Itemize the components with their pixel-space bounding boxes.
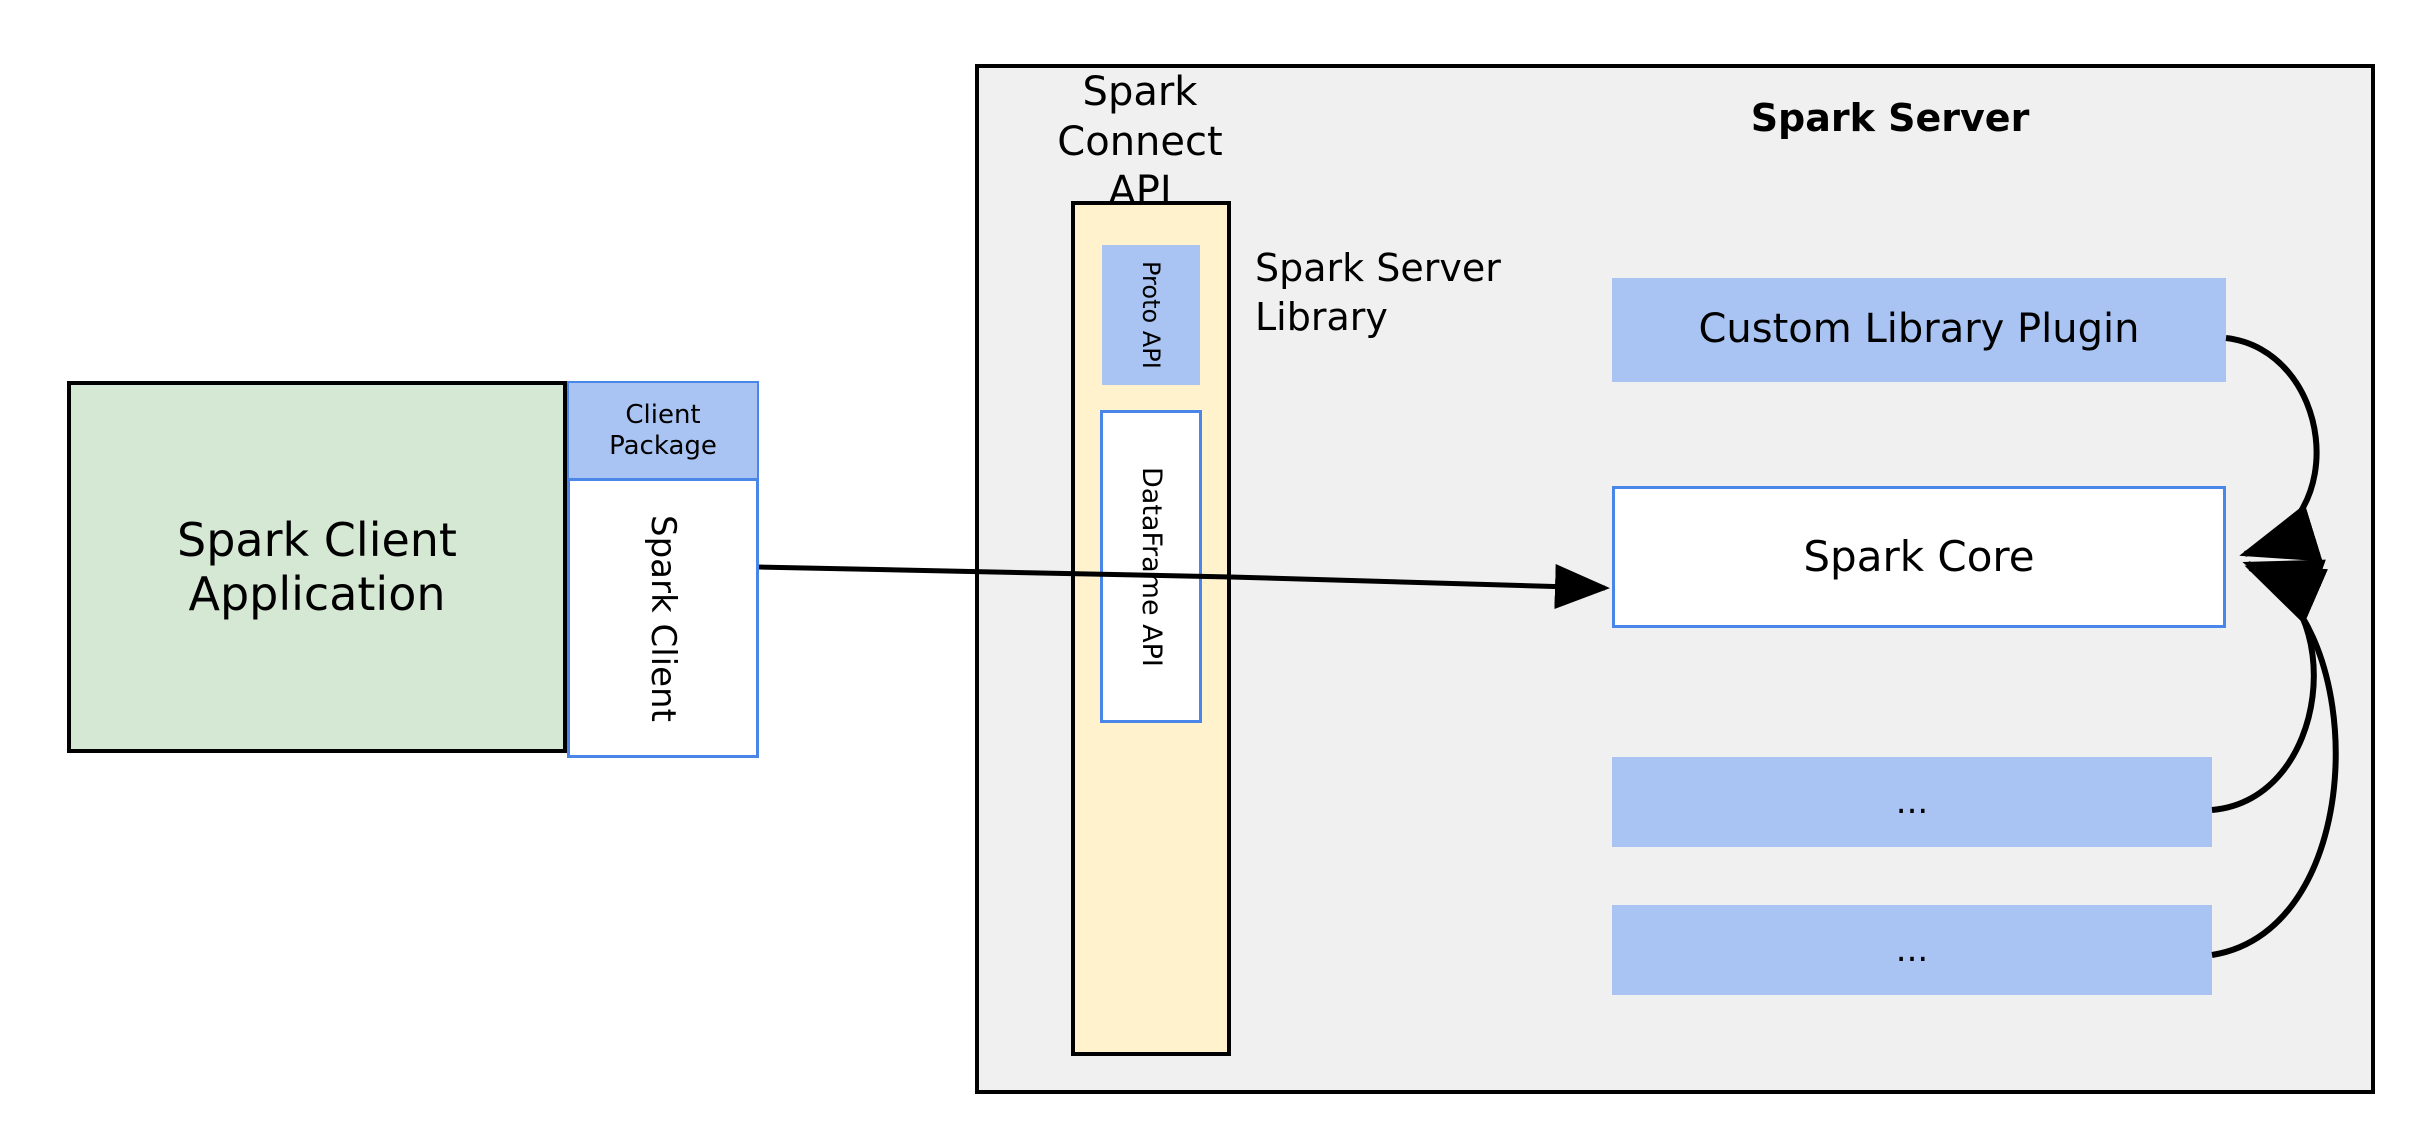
proto-api-box[interactable]: Proto API (1102, 245, 1200, 385)
spark-core-label: Spark Core (1803, 532, 2035, 582)
spark-core-box[interactable]: Spark Core (1612, 486, 2226, 628)
additional-plugin-box-2[interactable]: ... (1612, 905, 2212, 995)
spark-client-application-box[interactable]: Spark Client Application (67, 381, 567, 753)
spark-server-library-label: Spark Server Library (1255, 246, 1501, 339)
custom-library-plugin-label: Custom Library Plugin (1698, 306, 2140, 353)
spark-client-label: Spark Client (643, 514, 684, 722)
additional-plugin-label-1: ... (1895, 781, 1929, 822)
dataframe-api-box[interactable]: DataFrame API (1100, 410, 1202, 723)
client-package-label: Client Package (609, 399, 717, 461)
proto-api-label: Proto API (1137, 261, 1166, 369)
spark-server-title: Spark Server (1750, 96, 2030, 140)
custom-library-plugin-box[interactable]: Custom Library Plugin (1612, 278, 2226, 382)
spark-client-box[interactable]: Spark Client (567, 478, 759, 758)
client-package-box[interactable]: Client Package (567, 381, 759, 478)
dataframe-api-label: DataFrame API (1135, 466, 1167, 667)
spark-connect-api-label: Spark Connect API (1057, 69, 1223, 215)
additional-plugin-box-1[interactable]: ... (1612, 757, 2212, 847)
spark-client-application-label: Spark Client Application (177, 512, 457, 621)
additional-plugin-label-2: ... (1895, 929, 1929, 970)
